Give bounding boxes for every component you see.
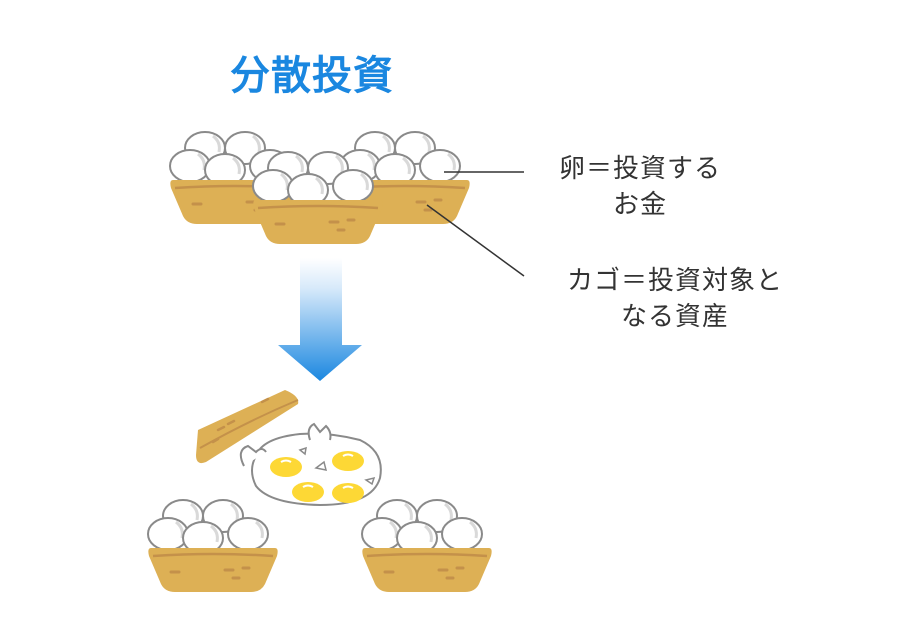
basket-with-eggs-icon — [148, 500, 278, 592]
basket-label-line2: なる資産 — [620, 302, 729, 332]
basket-with-eggs-icon — [362, 500, 492, 592]
egg-label-line2: お金 — [612, 190, 667, 220]
basket-label: カゴ＝投資対象と なる資産 — [535, 263, 815, 335]
egg-label: 卵＝投資する お金 — [530, 151, 750, 223]
broken-eggs-icon — [196, 390, 382, 507]
diagram-title: 分散投資 — [230, 53, 394, 99]
basket-pointer-line — [426, 204, 525, 277]
basket-label-line1: カゴ＝投資対象と — [566, 266, 783, 296]
down-arrow-icon — [278, 258, 362, 381]
egg-label-line1: 卵＝投資する — [558, 154, 721, 184]
